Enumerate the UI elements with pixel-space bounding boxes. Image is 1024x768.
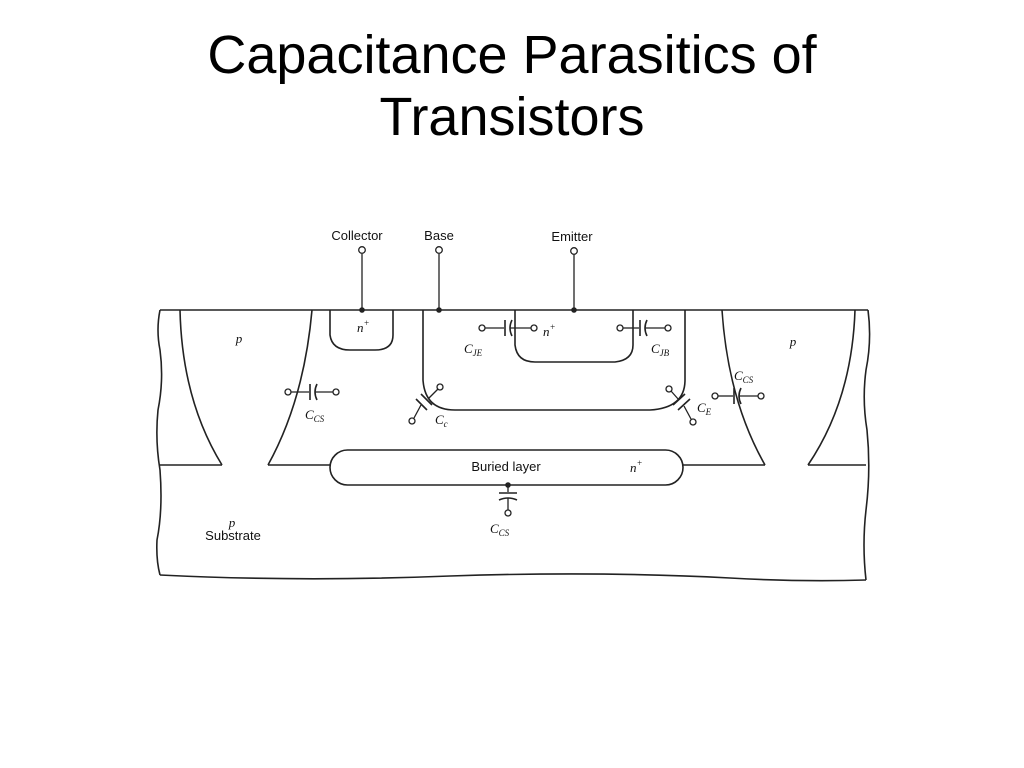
p-left-label: p: [235, 331, 243, 346]
n-plus-collector-well: [329, 310, 394, 351]
collector-label: Collector: [331, 228, 383, 243]
capacitor-c-cs-right: [711, 387, 765, 405]
buried-layer-label: Buried layer: [471, 459, 541, 474]
substrate-p-label: p: [228, 515, 236, 530]
c-jb-label: CJB: [651, 341, 670, 358]
emitter-label: Emitter: [551, 229, 593, 244]
collector-terminal: [358, 246, 366, 313]
substrate-label: Substrate: [205, 528, 261, 543]
capacitor-c-cs-bottom: [498, 482, 518, 517]
n-plus-emitter-label: n+: [543, 322, 556, 339]
c-cs-bottom-label: CCS: [490, 521, 510, 538]
n-plus-buried-label: n+: [630, 458, 643, 475]
capacitor-c-jb: [616, 319, 672, 337]
capacitor-c-c: [408, 383, 444, 425]
n-plus-emitter-region: [514, 310, 634, 363]
c-cs-left-label: CCS: [305, 407, 325, 424]
capacitor-c-je: [478, 319, 538, 337]
c-c-label: Cc: [435, 412, 448, 429]
p-right-label: p: [789, 334, 797, 349]
c-e-label: CE: [697, 400, 712, 417]
capacitor-c-cs-left: [284, 383, 340, 401]
slide-title: Capacitance Parasitics of Transistors: [0, 24, 1024, 148]
n-plus-collector-label: n+: [357, 318, 370, 335]
base-terminal: [435, 246, 443, 313]
title-line-2: Transistors: [379, 87, 645, 147]
emitter-terminal: [570, 247, 578, 313]
base-label: Base: [424, 228, 454, 243]
c-je-label: CJE: [464, 341, 483, 358]
wafer-outline: [156, 309, 871, 582]
p-base-region: [422, 310, 686, 411]
c-cs-right-label: CCS: [734, 368, 754, 385]
p-isolation-regions: [179, 309, 856, 466]
capacitor-c-e: [665, 385, 697, 426]
title-line-1: Capacitance Parasitics of: [207, 25, 817, 85]
